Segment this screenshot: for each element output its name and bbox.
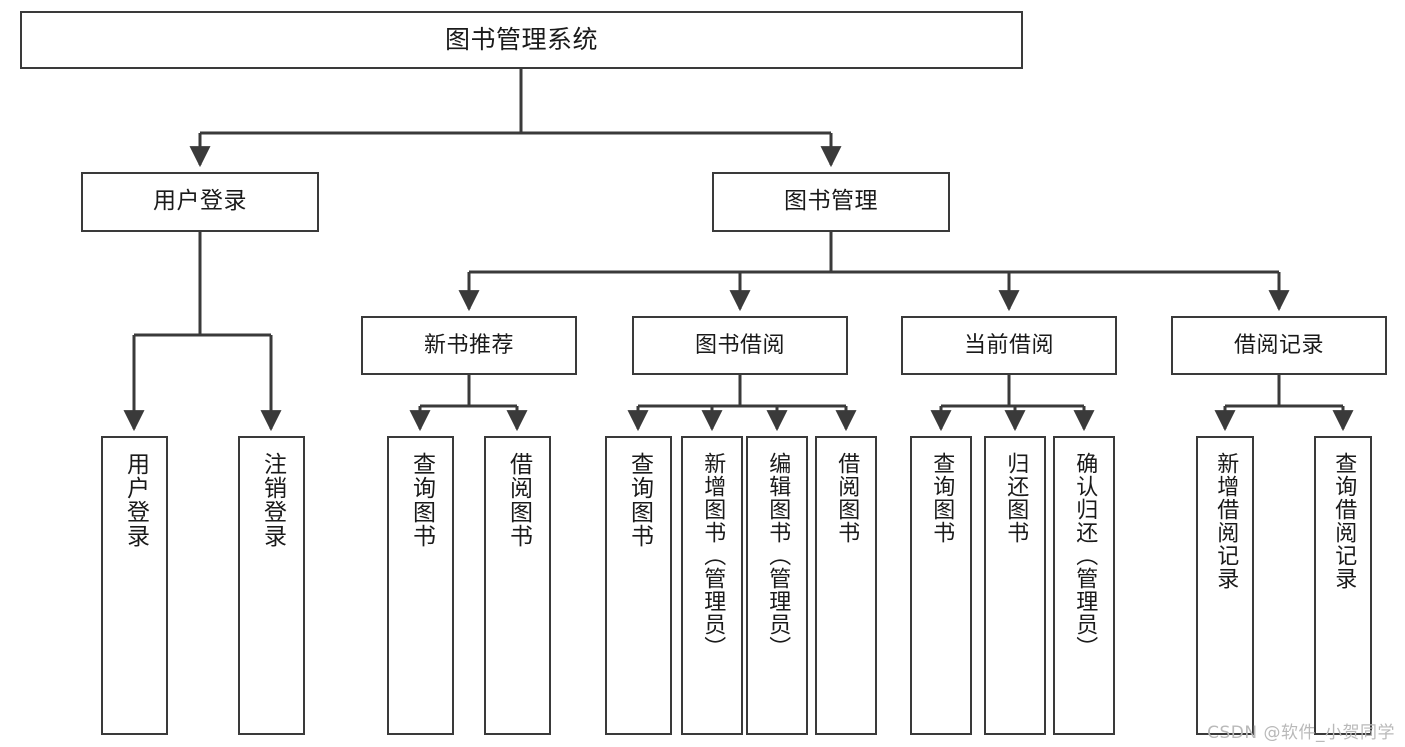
node-book-borrow-label: 图书借阅 (694, 332, 785, 358)
node-leaf-query-record[interactable]: 查询借阅记录 (1314, 436, 1372, 735)
node-book-borrow[interactable]: 图书借阅 (632, 316, 848, 375)
node-current-borrow[interactable]: 当前借阅 (901, 316, 1117, 375)
node-leaf-edit-book[interactable]: 编辑图书（管理员） (746, 436, 808, 735)
node-root-label: 图书管理系统 (444, 25, 598, 55)
node-leaf-return-book[interactable]: 归还图书 (984, 436, 1046, 735)
node-leaf-edit-book-label: 编辑图书（管理员） (765, 452, 791, 659)
node-book-management[interactable]: 图书管理 (712, 172, 950, 232)
node-user-login[interactable]: 用户登录 (81, 172, 319, 232)
node-new-book-recommend[interactable]: 新书推荐 (361, 316, 577, 375)
node-user-login-label: 用户登录 (153, 188, 247, 215)
node-root[interactable]: 图书管理系统 (20, 11, 1023, 69)
node-leaf-query-book-current[interactable]: 查询图书 (910, 436, 972, 735)
node-book-management-label: 图书管理 (784, 188, 878, 215)
node-leaf-query-book-borrow[interactable]: 查询图书 (605, 436, 672, 735)
node-new-book-recommend-label: 新书推荐 (423, 332, 514, 358)
node-borrow-record-label: 借阅记录 (1233, 332, 1324, 358)
node-leaf-user-login-label: 用户登录 (122, 452, 149, 548)
node-leaf-query-book-current-label: 查询图书 (929, 452, 955, 544)
node-leaf-query-book-borrow-label: 查询图书 (626, 452, 653, 548)
node-leaf-borrow-book-new-label: 借阅图书 (505, 452, 532, 548)
node-leaf-query-book-new[interactable]: 查询图书 (387, 436, 454, 735)
node-leaf-confirm-return-label: 确认归还（管理员） (1072, 452, 1098, 659)
node-leaf-add-book[interactable]: 新增图书（管理员） (681, 436, 743, 735)
node-leaf-borrow-book-label: 借阅图书 (834, 452, 860, 544)
node-leaf-borrow-book[interactable]: 借阅图书 (815, 436, 877, 735)
node-leaf-borrow-book-new[interactable]: 借阅图书 (484, 436, 551, 735)
node-leaf-confirm-return[interactable]: 确认归还（管理员） (1053, 436, 1115, 735)
node-borrow-record[interactable]: 借阅记录 (1171, 316, 1387, 375)
node-leaf-query-record-label: 查询借阅记录 (1331, 452, 1357, 590)
node-leaf-logout-label: 注销登录 (259, 452, 286, 548)
node-current-borrow-label: 当前借阅 (963, 332, 1054, 358)
node-leaf-return-book-label: 归还图书 (1003, 452, 1029, 544)
csdn-watermark: CSDN @软件_小贺同学 (1207, 723, 1395, 743)
node-leaf-add-book-label: 新增图书（管理员） (700, 452, 726, 659)
node-leaf-logout[interactable]: 注销登录 (238, 436, 305, 735)
node-leaf-add-record-label: 新增借阅记录 (1213, 452, 1239, 590)
node-leaf-user-login[interactable]: 用户登录 (101, 436, 168, 735)
node-leaf-query-book-new-label: 查询图书 (408, 452, 435, 548)
node-leaf-add-record[interactable]: 新增借阅记录 (1196, 436, 1254, 735)
